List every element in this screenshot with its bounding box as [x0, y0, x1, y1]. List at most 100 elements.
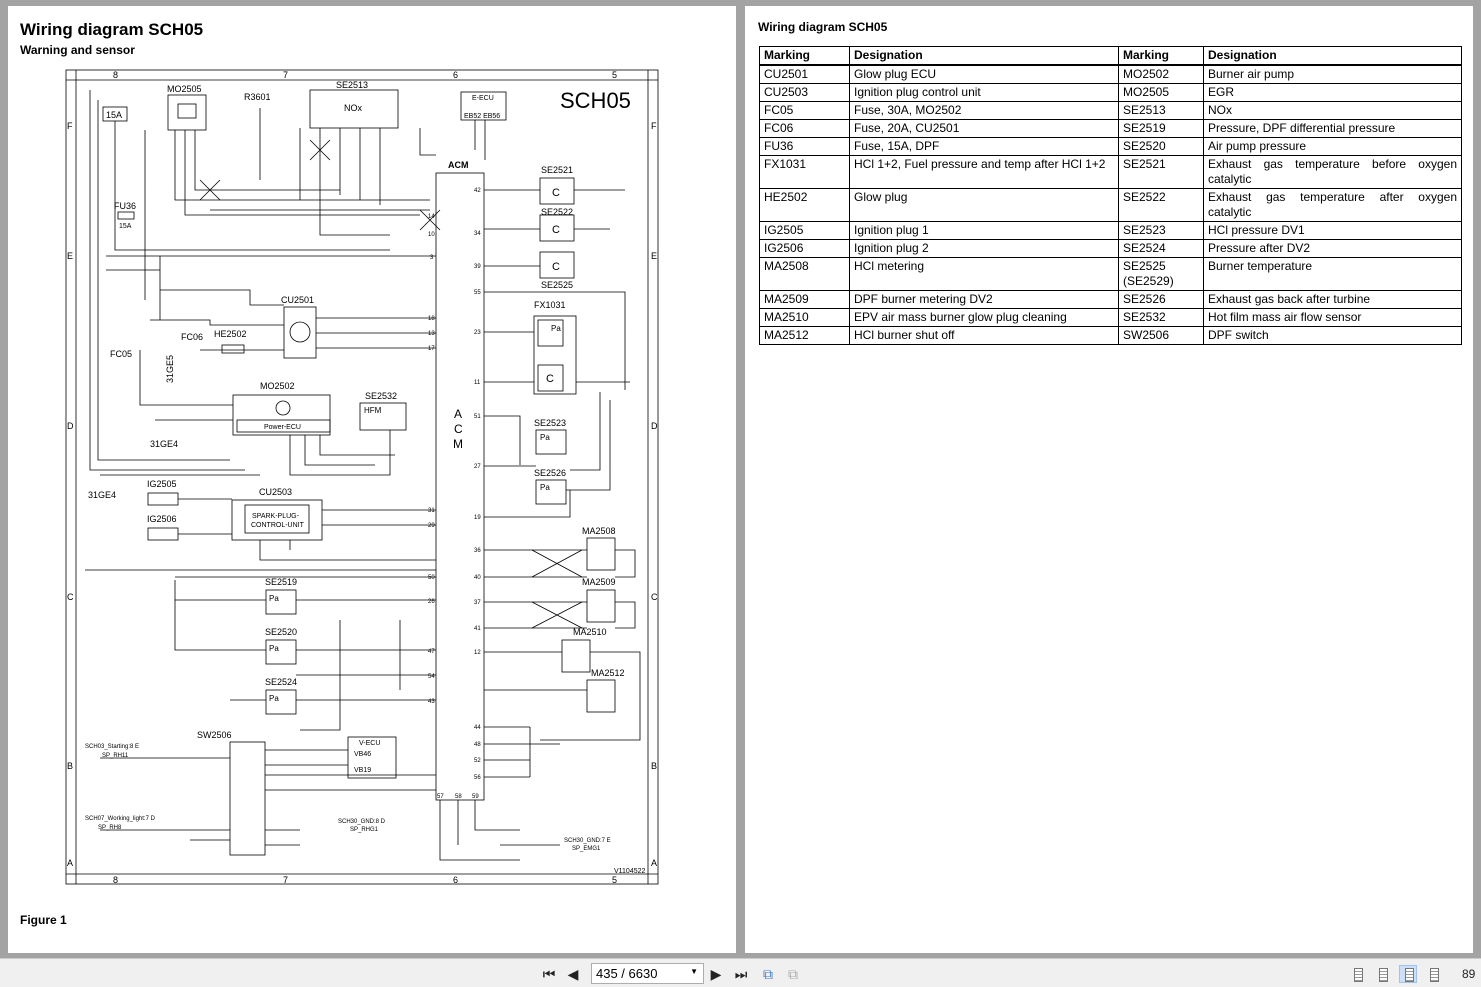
diagram-label: IG2506: [147, 514, 177, 524]
marking-cell: SE2513: [1118, 101, 1204, 120]
diagram-label: Pa: [269, 594, 279, 603]
marking-cell: MA2508: [759, 257, 850, 291]
two-page-continuous-view-icon[interactable]: [1424, 965, 1442, 983]
marking-cell: HE2502: [759, 188, 850, 222]
diagram-label: A: [67, 858, 73, 868]
diagram-label: 39: [474, 264, 481, 270]
designation-cell: Ignition plug control unit: [849, 83, 1119, 102]
diagram-label: C: [67, 592, 74, 602]
diagram-label: D: [651, 421, 658, 431]
diagram-label: SE2521: [541, 165, 573, 175]
designation-cell: Fuse, 20A, CU2501: [849, 119, 1119, 138]
marking-cell: SE2525 (SE2529): [1118, 257, 1204, 291]
marking-cell: SE2521: [1118, 155, 1204, 189]
table-header-row: Marking Designation Marking Designation: [759, 46, 1462, 66]
diagram-label: SE2523: [534, 418, 566, 428]
diagram-label: C: [552, 224, 560, 236]
diagram-label: 31GE4: [150, 439, 178, 449]
diagram-label: 26: [428, 599, 435, 605]
diagram-label: C: [552, 261, 560, 273]
diagram-label: FC05: [110, 349, 132, 359]
component-table: Marking Designation Marking Designation …: [759, 46, 1462, 345]
diagram-label: B: [67, 761, 73, 771]
designation-cell: Glow plug ECU: [849, 64, 1119, 84]
diagram-label: SCH07_Working_light:7 D: [85, 816, 156, 822]
designation-cell: Pressure after DV2: [1203, 239, 1462, 258]
diagram-label: HFM: [364, 406, 382, 415]
diagram-label: 34: [474, 231, 481, 237]
diagram-label: MA2508: [582, 526, 616, 536]
first-page-button[interactable]: ⏮: [542, 966, 556, 982]
diagram-label: SE2520: [265, 627, 297, 637]
diagram-label: 13: [428, 331, 435, 337]
marking-cell: CU2503: [759, 83, 850, 102]
diagram-label: E: [651, 251, 657, 261]
designation-cell: Ignition plug 2: [849, 239, 1119, 258]
diagram-label: SE2524: [265, 677, 297, 687]
diagram-label: 8: [113, 875, 118, 885]
page-number-input[interactable]: 435 / 6630▼: [591, 963, 704, 984]
diagram-label: 37: [474, 600, 481, 606]
last-page-button[interactable]: ⏭: [734, 966, 748, 982]
diagram-label: M: [453, 437, 463, 451]
sheet-label: SCH05: [560, 88, 631, 113]
designation-cell: EGR: [1203, 83, 1462, 102]
diagram-label: SP_RH11: [102, 753, 129, 759]
diagram-label: MA2509: [582, 577, 616, 587]
designation-cell: Glow plug: [849, 188, 1119, 222]
next-view-icon[interactable]: ⧉: [788, 966, 798, 982]
designation-cell: Hot film mass air flow sensor: [1203, 308, 1462, 327]
diagram-label: 17: [428, 346, 435, 352]
marking-cell: FC06: [759, 119, 850, 138]
previous-view-icon[interactable]: ⧉: [763, 966, 773, 982]
next-page-button[interactable]: ▶: [710, 966, 722, 982]
designation-cell: HCl burner shut off: [849, 326, 1119, 345]
designation-cell: HCl pressure DV1: [1203, 221, 1462, 240]
pdf-toolbar: ⏮ ◀ 435 / 6630▼ ▶ ⏭ ⧉ ⧉ 89: [0, 958, 1481, 987]
right-page: Wiring diagram SCH05 Marking Designation…: [745, 6, 1473, 953]
diagram-label: 18: [428, 316, 435, 322]
diagram-label: Pa: [269, 644, 279, 653]
diagram-label: VB19: [354, 767, 371, 774]
diagram-label: C: [651, 592, 658, 602]
diagram-label: FC06: [181, 332, 203, 342]
single-page-view-icon[interactable]: [1348, 965, 1366, 983]
marking-cell: SE2519: [1118, 119, 1204, 138]
diagram-label: SE2525: [541, 280, 573, 290]
diagram-label: 23: [474, 330, 481, 336]
diagram-label: Power-ECU: [264, 424, 301, 431]
diagram-label: HE2502: [214, 329, 247, 339]
marking-cell: SE2526: [1118, 290, 1204, 309]
diagram-label: 57: [437, 794, 444, 800]
diagram-label: 43: [428, 699, 435, 705]
marking-cell: SE2522: [1118, 188, 1204, 222]
designation-cell: Fuse, 15A, DPF: [849, 137, 1119, 156]
diagram-label: FU36: [114, 201, 136, 211]
marking-cell: MO2505: [1118, 83, 1204, 102]
diagram-label: 3: [430, 255, 434, 261]
two-page-view-icon[interactable]: [1399, 965, 1417, 983]
column-header: Marking: [759, 46, 850, 66]
diagram-label: 5: [612, 70, 617, 80]
previous-page-button[interactable]: ◀: [567, 966, 579, 982]
diagram-label: SP_RHG1: [350, 827, 379, 833]
zoom-level[interactable]: 89: [1462, 967, 1476, 981]
designation-cell: NOx: [1203, 101, 1462, 120]
continuous-view-icon[interactable]: [1373, 965, 1391, 983]
marking-cell: CU2501: [759, 64, 850, 84]
diagram-label: 54: [428, 674, 435, 680]
marking-cell: FC05: [759, 101, 850, 120]
diagram-label: VB46: [354, 751, 371, 758]
diagram-label: SW2506: [197, 730, 232, 740]
diagram-label: F: [67, 121, 73, 131]
marking-cell: FU36: [759, 137, 850, 156]
diagram-label: 44: [474, 725, 481, 731]
marking-cell: SE2524: [1118, 239, 1204, 258]
diagram-label: 19: [474, 515, 481, 521]
